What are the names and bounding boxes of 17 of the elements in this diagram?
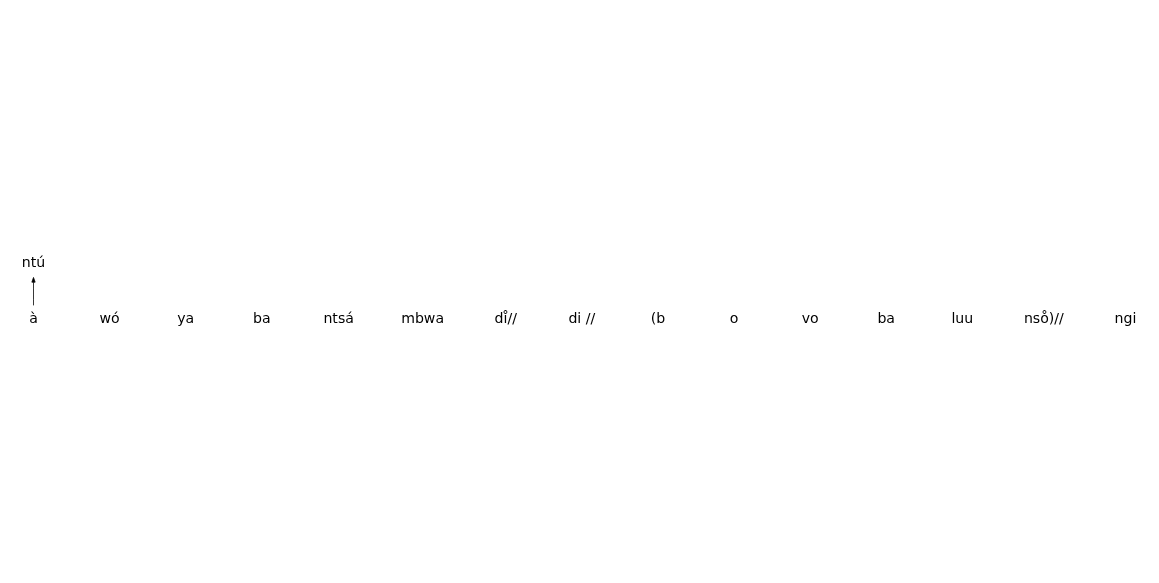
arrow (31, 277, 36, 306)
node-text: à (29, 310, 38, 327)
label: nso̊)// (1023, 310, 1064, 327)
node-text: ntú (21, 253, 46, 270)
label: (b (650, 310, 666, 327)
label: ba (877, 310, 896, 327)
label: ya (177, 310, 195, 327)
label: vo (801, 310, 819, 327)
label: mbwa (401, 310, 445, 327)
label: o (729, 310, 739, 327)
label: ntsá (323, 310, 354, 327)
label: di // (568, 310, 596, 327)
label: wó (99, 310, 120, 327)
label: di̊// (494, 310, 517, 327)
label: ba (252, 310, 271, 327)
label: ngi (1114, 310, 1137, 327)
label: luu (951, 310, 974, 327)
